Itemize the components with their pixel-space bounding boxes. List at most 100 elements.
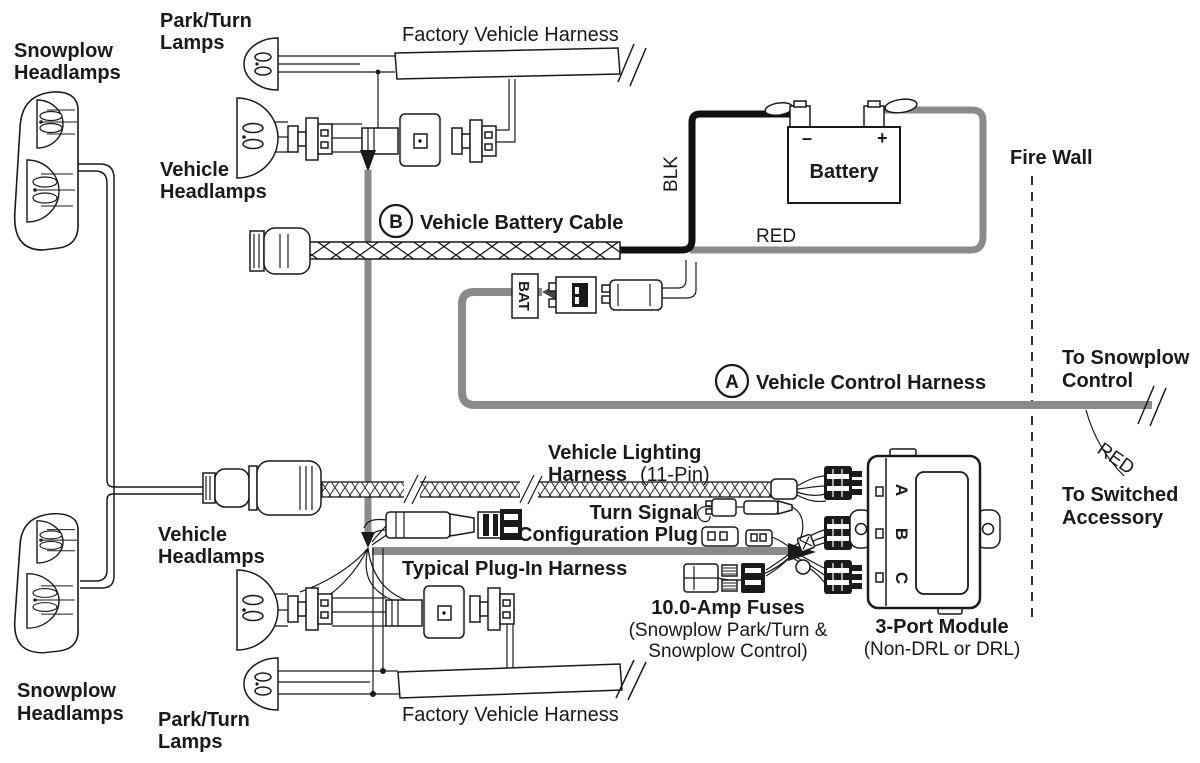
callout-a-letter: A [725,372,739,393]
fuses-line1: 10.0-Amp Fuses [651,597,804,619]
park-turn-lamps-bottom-line1: Park/Turn [158,709,250,731]
park-turn-lamp-top [243,37,279,91]
fire-wall-label: Fire Wall [1010,147,1093,169]
bat-connector: BAT [511,260,697,319]
headlamp-socket-icon [469,587,515,631]
factory-vehicle-harness-bottom [278,659,647,701]
module-mount-hole [981,522,995,536]
module-port-c-plug [823,559,863,595]
control-harness-cable [458,288,1152,409]
snowplow-headlamps-bottom-line2: Headlamps [17,703,124,725]
eleven-pin-receptacle-icon [256,460,322,516]
vehicle-headlamps-bottom-line1: Vehicle [158,524,227,546]
to-switched-accessory: RED To Switched Accessory [1062,409,1178,529]
vehicle-headlamp-bottom [236,569,515,672]
blk-wire-label: BLK [661,156,682,192]
headlamp-socket-icon [451,119,497,163]
harness-break-icon [617,43,647,87]
snowplow-headlamp-assembly-bottom [13,512,79,654]
factory-vehicle-harness-top [278,43,647,128]
inline-ring-icon [795,559,811,575]
module-label-line1: 3-Port Module [875,616,1008,638]
typical-plug-in-harness-label: Typical Plug-In Harness [402,558,627,580]
vehicle-control-harness [458,288,1167,427]
fuses-line2: (Snowplow Park/Turn & [629,620,828,641]
snowplow-headlamp-assembly-top [13,91,79,251]
callout-circle-a [714,363,750,399]
plug-in-harness-drop-wire [360,150,376,536]
module-label-recess [915,471,969,595]
factory-harness-top-label: Factory Vehicle Harness [402,24,619,46]
park-turn-lamps-top-line2: Lamps [160,32,224,54]
harness-break-icon [1137,385,1167,427]
module-label-line2: (Non-DRL or DRL) [864,639,1021,660]
fuse-icon [721,579,738,592]
factory-harness-top-bar [394,47,621,80]
turn-signal-line1: Turn Signal [589,502,698,524]
headlamp-adapter-connectors-mid [363,509,522,541]
battery-box [787,126,901,204]
lighting-harness-line2-normal: (11-Pin) [640,464,710,486]
module-port-b-label: B [892,528,911,540]
inline-clip-icon [796,533,816,553]
three-port-module: A B C [823,448,1001,615]
vehicle-headlamps-top-line2: Headlamps [160,181,267,203]
bulb-adapter-icon [385,585,465,639]
vehicle-headlamp-top [236,79,516,179]
red-wire-label: RED [756,226,796,247]
module-port-c-label: C [892,572,911,584]
fuse-connector-icon [741,563,765,593]
turn-signal-line2: Configuration Plug [518,524,698,546]
battery-negative-sign: – [802,128,812,148]
park-turn-lamps-bottom-line2: Lamps [158,731,222,753]
battery-terminal-negative [789,105,811,129]
red-accessory-label: RED [1093,439,1138,479]
to-switched-accessory-line2: Accessory [1062,507,1164,529]
eleven-pin-plug-icon [214,468,250,508]
vehicle-battery-cable-callout: B Vehicle Battery Cable [378,203,623,239]
battery-label: Battery [810,161,880,183]
callout-b-letter: B [389,212,403,233]
bulb-adapter-icon [361,113,441,167]
harness-splice-icon [770,478,798,500]
battery: – + Battery [764,98,918,204]
turn-signal-receptacle-icon [745,529,773,547]
vehicle-control-harness-label: Vehicle Control Harness [756,372,986,394]
headlamp-socket-icon [287,117,333,161]
fuse-assembly [683,563,765,593]
park-turn-lamp-bottom [243,657,279,711]
module-mount-hole [854,522,868,536]
snowplow-headlamps-bottom-line1: Snowplow [17,680,116,702]
battery-cable-braid [305,241,621,260]
vehicle-headlamps-top-line1: Vehicle [160,159,229,181]
to-switched-accessory-line1: To Switched [1062,484,1178,506]
park-turn-lamps-top-line1: Park/Turn [160,10,252,32]
snowplow-headlamps-top-line2: Headlamps [14,62,121,84]
bat-tag-box [511,273,539,319]
battery-clamp-icon [884,98,918,114]
bat-tag-label: BAT [515,281,532,311]
snowplow-headlamps-top-line1: Snowplow [14,40,113,62]
vehicle-lighting-harness [202,460,827,516]
headlamp-socket-icon [287,587,333,631]
snowplow-headlamp-wires [78,163,205,589]
lighting-harness-line2-bold: Harness [548,464,627,486]
harness-break-icon [615,659,647,701]
to-snowplow-control-line2: Control [1062,370,1133,392]
fuse-icon [721,564,738,577]
factory-harness-bottom-label: Factory Vehicle Harness [402,704,619,726]
factory-harness-bottom-bar [397,663,623,699]
battery-terminal-positive [863,105,885,129]
fuses-line3: Snowplow Control) [648,641,807,662]
blk-battery-cable [618,110,797,254]
harness-break-icon [519,474,543,505]
to-snowplow-control-line1: To Snowplow [1062,347,1190,369]
accessory-wire [1085,409,1125,477]
battery-cable-connector-icon [249,230,265,272]
vehicle-battery-cable [249,227,621,275]
callout-circle-b [378,203,414,239]
turn-signal-plug-icon [711,498,737,517]
vehicle-control-harness-callout: A Vehicle Control Harness [714,363,986,399]
